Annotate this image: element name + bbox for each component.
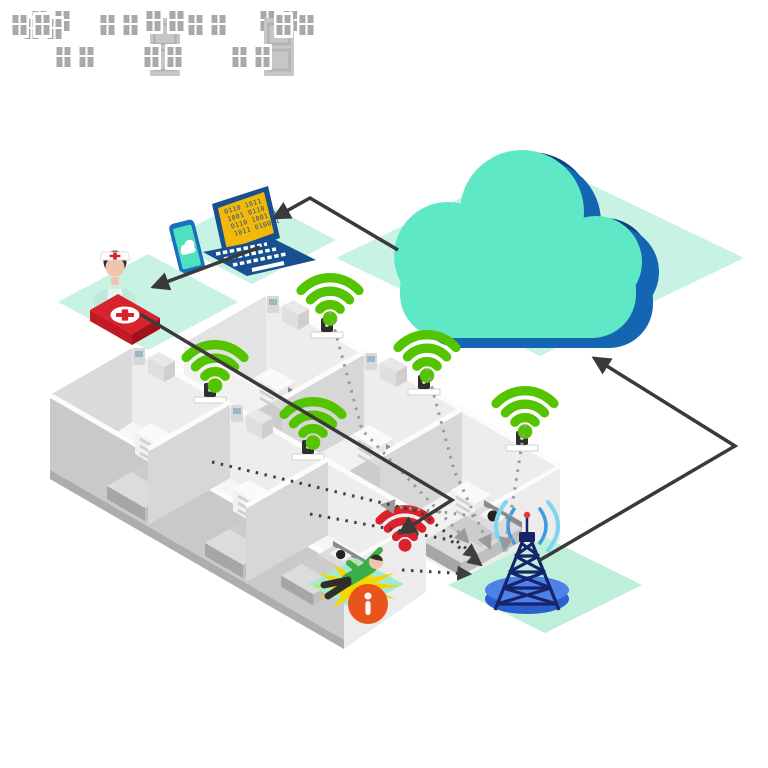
patient-hair bbox=[370, 554, 383, 561]
trail-rear-room3 bbox=[498, 424, 527, 553]
wall-top-edge bbox=[280, 349, 366, 402]
nurse-neck bbox=[111, 277, 119, 285]
first-aid-kit-icon bbox=[90, 294, 160, 345]
front-facade bbox=[50, 395, 344, 649]
aid-kit-cross bbox=[116, 309, 134, 321]
phone-cloud-glyph bbox=[180, 239, 196, 255]
arrow-cloud-to-workstation bbox=[271, 195, 399, 252]
fallen-patient bbox=[320, 547, 383, 600]
tower-head bbox=[519, 532, 535, 542]
alert-badge bbox=[348, 584, 388, 624]
wall-top-edge bbox=[146, 399, 232, 452]
smartphone-icon bbox=[169, 219, 205, 275]
patient-leg bbox=[320, 576, 352, 589]
nurse-face bbox=[105, 257, 125, 277]
laptop-icon: 0110 1011 0 1001 0110 1 0110 1001 0 1011… bbox=[203, 186, 316, 276]
back-wall bbox=[132, 348, 426, 592]
trail-front-room1 bbox=[211, 460, 479, 559]
trail-rear-room1 bbox=[328, 311, 470, 544]
trail-fallen-room bbox=[401, 565, 473, 581]
facade-base-strip bbox=[50, 470, 344, 649]
antenna-tip bbox=[523, 511, 531, 519]
arrow-workstation-to-nurse bbox=[150, 245, 261, 291]
alert-exclamation-icon bbox=[364, 592, 372, 615]
flow-arrows bbox=[139, 195, 739, 562]
back-wall bbox=[266, 296, 560, 542]
wall-top-edge bbox=[130, 345, 428, 521]
cloud-front-layer bbox=[394, 150, 642, 338]
nurse-cap-cross bbox=[109, 252, 121, 260]
wall-top-edge bbox=[244, 456, 330, 509]
laptop-base bbox=[203, 238, 316, 276]
room-divider-wall bbox=[148, 402, 230, 525]
tower-lattice bbox=[493, 512, 561, 611]
sensor-trails-dark bbox=[211, 460, 483, 581]
sensor-trails-gray bbox=[328, 311, 527, 553]
arrow-nurse-to-patient bbox=[139, 312, 456, 535]
room-divider-wall bbox=[246, 459, 328, 582]
laptop-screen bbox=[218, 192, 274, 250]
wall-top-edge bbox=[264, 293, 562, 469]
patient-arm bbox=[346, 560, 365, 576]
cloud-icon bbox=[394, 150, 659, 348]
trail-downlink bbox=[379, 499, 475, 518]
arrow-tower-to-cloud bbox=[539, 356, 739, 562]
patient-leg bbox=[324, 579, 352, 600]
trail-front-room2 bbox=[309, 512, 483, 567]
cell-tower bbox=[448, 500, 642, 633]
laptop-spacebar bbox=[251, 261, 285, 272]
wall-top-edge bbox=[378, 406, 464, 459]
fall-starburst bbox=[311, 560, 401, 612]
